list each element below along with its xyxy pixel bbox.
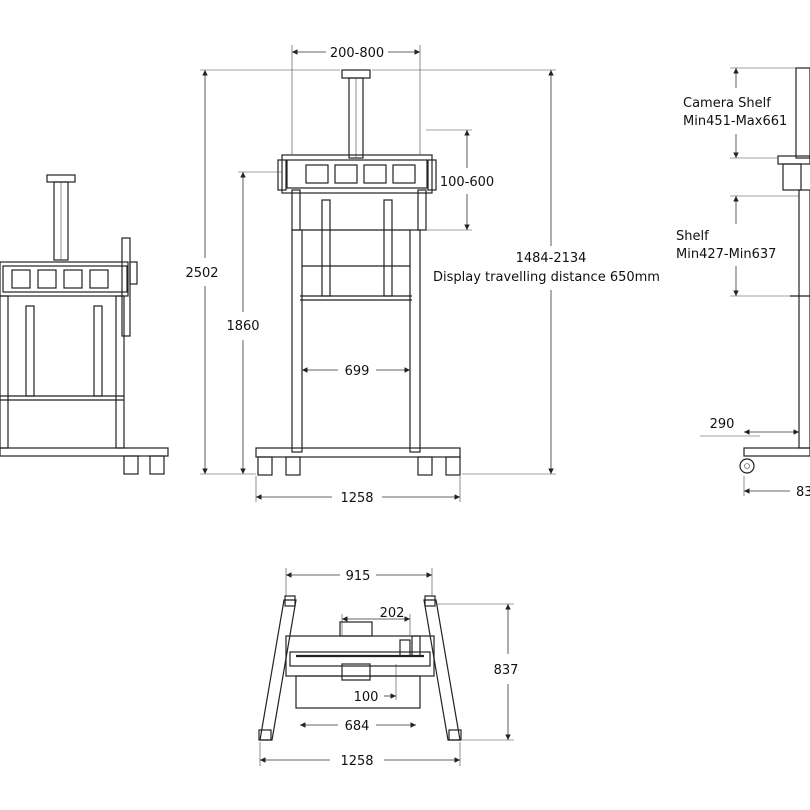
dim-83-partial: 83: [796, 485, 810, 500]
dim-2502: 2502: [185, 266, 218, 281]
dim-915: 915: [346, 569, 371, 584]
dim-1484-2134: 1484-2134: [516, 251, 587, 266]
side-view-stand: [739, 67, 810, 474]
dim-684: 684: [345, 719, 370, 734]
dim-200-800: 200-800: [330, 46, 384, 61]
dim-100-600: 100-600: [440, 175, 494, 190]
dim-100-top: 100: [354, 690, 379, 705]
top-view-dimensions: [259, 568, 514, 766]
front-view-dimensions: [200, 45, 556, 502]
travel-distance-note: Display travelling distance 650mm: [433, 270, 660, 285]
shelf-range: Min427-Min637: [676, 247, 776, 262]
dim-837: 837: [494, 663, 519, 678]
dim-1258-top: 1258: [340, 754, 373, 769]
left-partial-stand-view: [0, 174, 169, 475]
side-view-dimensions: [700, 67, 799, 496]
shelf-title: Shelf: [676, 229, 709, 244]
front-view-stand: [255, 69, 461, 476]
camera-shelf-title: Camera Shelf: [683, 96, 771, 111]
dim-290: 290: [710, 417, 735, 432]
dim-699: 699: [345, 364, 370, 379]
dim-202: 202: [380, 606, 405, 621]
dim-1860: 1860: [226, 319, 259, 334]
camera-shelf-range: Min451-Max661: [683, 114, 787, 129]
top-view-stand: [258, 595, 462, 741]
dim-1258-front: 1258: [340, 491, 373, 506]
